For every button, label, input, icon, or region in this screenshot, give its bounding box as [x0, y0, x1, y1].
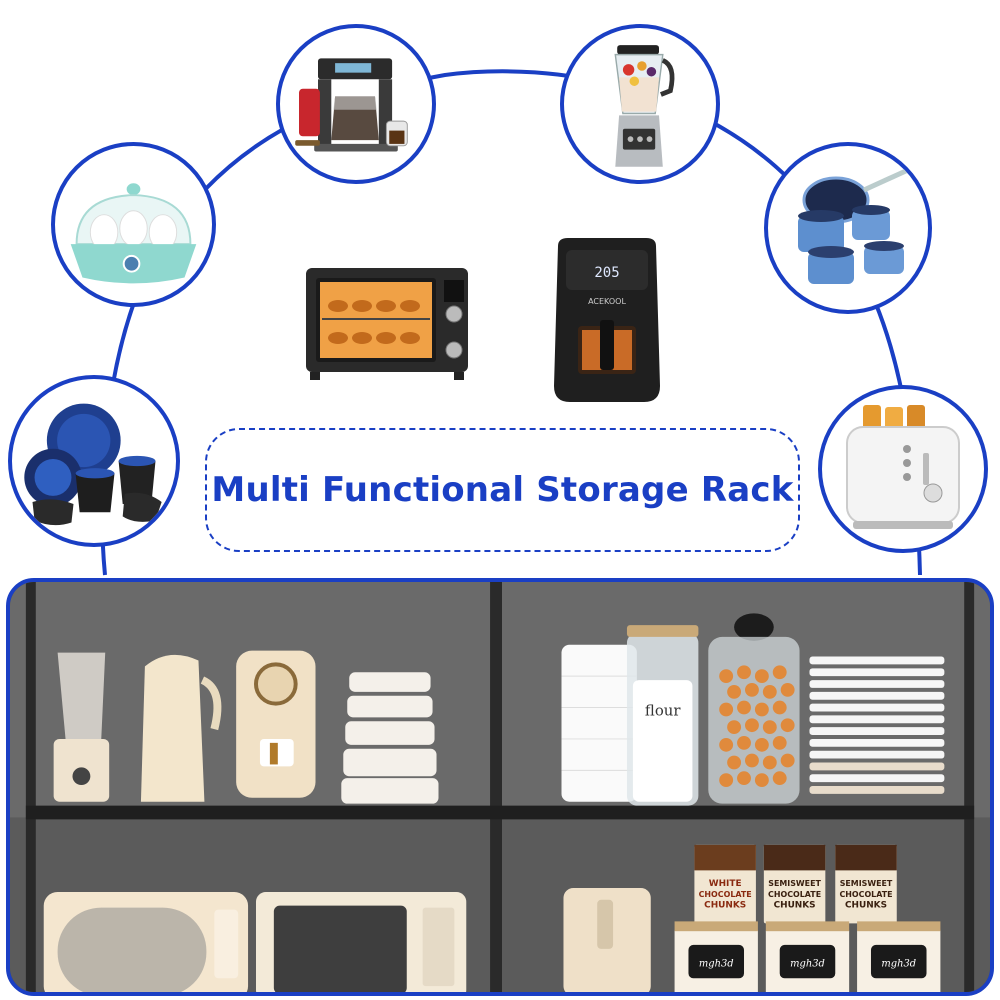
blender-item	[53, 652, 110, 802]
toaster-circle	[818, 385, 988, 553]
canister-3: mgh3d	[857, 921, 941, 992]
rack-frame-left	[25, 582, 36, 992]
snack-bag-3: SEMISWEET CHOCOLATE CHUNKS	[835, 844, 897, 924]
microwave-item	[43, 891, 249, 992]
rack-frame-middle	[490, 582, 502, 992]
svg-text:mgh3d: mgh3d	[699, 959, 734, 970]
svg-text:WHITE: WHITE	[709, 879, 742, 889]
air-fryer-icon: 205 ACEKOOL	[554, 238, 660, 402]
egg-cooker-icon	[70, 183, 197, 284]
canister-2: mgh3d	[765, 921, 850, 992]
dinnerware-circle	[8, 375, 180, 547]
air-fryer-display: 205	[594, 265, 619, 281]
svg-text:CHUNKS: CHUNKS	[845, 901, 887, 911]
coffee-maker-icon	[295, 58, 408, 152]
svg-text:mgh3d: mgh3d	[790, 959, 825, 970]
coffee-machine-item	[236, 650, 316, 798]
rack-shelf-top	[25, 805, 975, 820]
snack-bag-2: SEMISWEET CHOCOLATE CHUNKS	[763, 844, 826, 924]
rack-frame-right	[964, 582, 975, 992]
svg-text:SEMISWEET: SEMISWEET	[840, 879, 893, 888]
toaster-icon	[846, 405, 960, 529]
cookware-set-icon	[798, 167, 910, 284]
svg-text:CHUNKS: CHUNKS	[774, 901, 816, 911]
blender-icon	[614, 45, 675, 167]
svg-text:CHOCOLATE: CHOCOLATE	[699, 890, 752, 899]
page-title: Multi Functional Storage Rack	[211, 470, 794, 510]
coffee-maker-shelf-item	[563, 888, 651, 992]
bowl-stack-item	[561, 644, 637, 802]
oven-item	[255, 891, 467, 992]
storage-rack-photo: flour	[6, 578, 994, 996]
dinnerware-set-icon	[24, 403, 162, 526]
plate-stack-item	[809, 656, 945, 794]
egg-cooker-circle	[51, 142, 216, 307]
candy-jar-item	[708, 613, 800, 804]
stacked-pots-item	[341, 672, 439, 804]
svg-text:CHOCOLATE: CHOCOLATE	[768, 890, 821, 899]
flour-label: flour	[645, 702, 681, 719]
snack-bag-1: WHITE CHOCOLATE CHUNKS	[694, 844, 756, 924]
svg-text:mgh3d: mgh3d	[881, 959, 916, 970]
coffee-maker-circle	[276, 24, 436, 184]
air-fryer-brand: ACEKOOL	[588, 297, 626, 306]
canister-1: mgh3d	[674, 921, 758, 992]
toaster-oven-icon	[306, 268, 468, 380]
thermos-item	[140, 654, 222, 802]
svg-text:CHUNKS: CHUNKS	[704, 901, 746, 911]
flour-jar-item: flour	[626, 625, 699, 806]
title-box: Multi Functional Storage Rack	[205, 428, 800, 552]
svg-text:CHOCOLATE: CHOCOLATE	[839, 890, 892, 899]
cookware-circle	[764, 142, 932, 314]
svg-text:SEMISWEET: SEMISWEET	[768, 879, 821, 888]
blender-circle	[560, 24, 720, 184]
